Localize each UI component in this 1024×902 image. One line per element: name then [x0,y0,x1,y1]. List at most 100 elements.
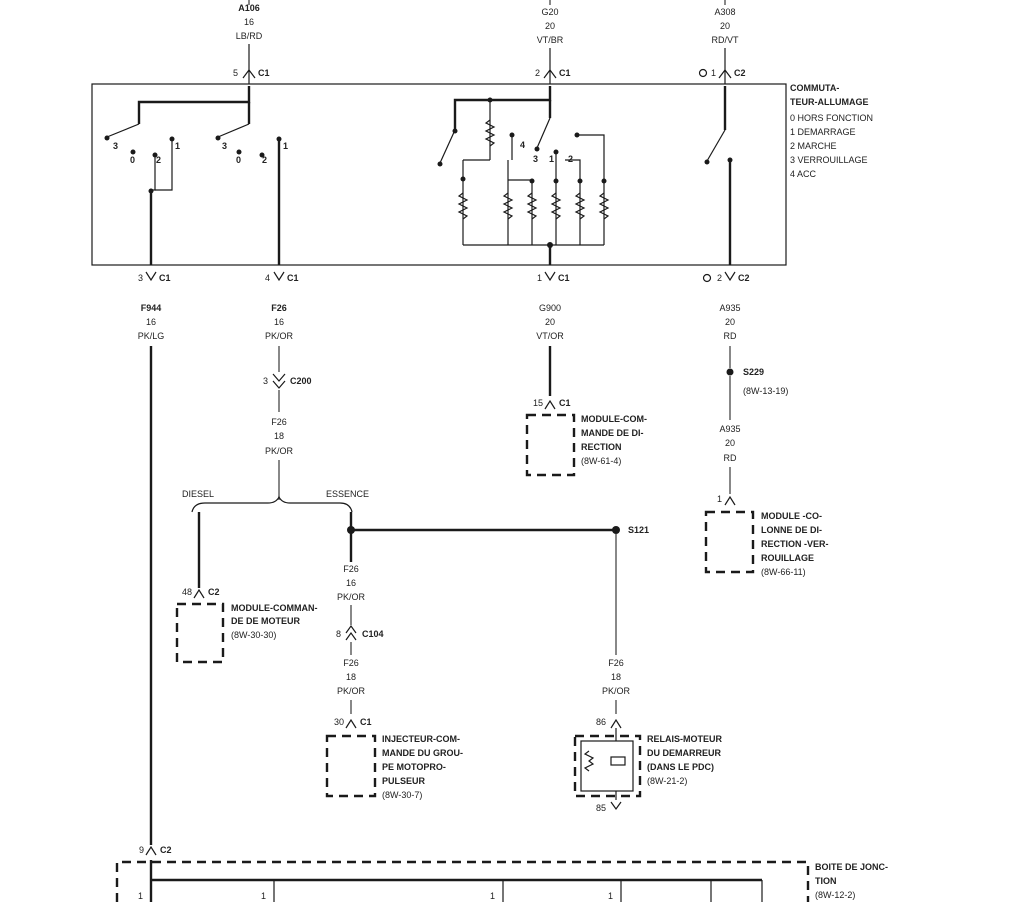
svg-text:1: 1 [261,891,266,901]
svg-text:RD: RD [724,331,737,341]
splice-s121-dot [612,526,620,534]
connector-c104: 8 C104 [336,624,384,641]
wire-f26-16b: F26 16 PK/OR [337,564,366,602]
wire-f26-18: F26 18 PK/OR [265,417,294,456]
wire-f26-a: F26 16 PK/OR [265,303,294,341]
svg-text:COMMUTA-: COMMUTA- [790,83,839,93]
svg-text:RD/VT: RD/VT [712,35,740,45]
svg-text:F26: F26 [271,417,287,427]
svg-text:(8W-66-11): (8W-66-11) [761,567,806,577]
svg-text:A308: A308 [714,7,735,17]
top-wire-g20: G20 20 VT/BR [537,7,564,45]
splice-s229-dot [726,368,734,376]
connector-bottom-4: 2 C2 [702,271,750,283]
svg-text:1: 1 [138,891,143,901]
svg-text:3: 3 [113,141,118,151]
svg-text:C200: C200 [290,376,312,386]
svg-text:(8W-30-30): (8W-30-30) [231,630,276,640]
svg-text:16: 16 [346,578,356,588]
svg-text:ESSENCE: ESSENCE [326,489,369,499]
svg-text:DIESEL: DIESEL [182,489,214,499]
connector-bottom-1: 3 C1 [138,271,171,283]
svg-text:(8W-61-4): (8W-61-4) [581,456,621,466]
svg-text:1: 1 [175,141,180,151]
column-module-box [704,510,755,574]
svg-text:C1: C1 [360,717,372,727]
svg-text:(8W-13-19): (8W-13-19) [743,386,788,396]
svg-text:MANDE DU GROU-: MANDE DU GROU- [382,748,463,758]
svg-text:S229: S229 [743,367,764,377]
svg-text:F26: F26 [271,303,287,313]
connector-steering: 15 C1 [533,398,571,410]
svg-text:C2: C2 [208,587,220,597]
wire-a935-b: A935 20 RD [719,424,740,463]
svg-text:16: 16 [244,17,254,27]
svg-text:ROUILLAGE: ROUILLAGE [761,553,814,563]
svg-text:20: 20 [720,21,730,31]
svg-text:F944: F944 [141,303,162,313]
svg-text:MODULE -CO-: MODULE -CO- [761,511,822,521]
svg-text:1: 1 [711,68,716,78]
svg-text:C2: C2 [160,845,172,855]
svg-text:C1: C1 [558,273,570,283]
connector-bottom-3: 1 C1 [537,271,570,283]
svg-text:(DANS LE PDC): (DANS LE PDC) [647,762,714,772]
svg-text:G20: G20 [541,7,558,17]
splice-s121-label: S121 [628,525,649,535]
svg-text:2: 2 [156,155,161,165]
svg-text:C1: C1 [559,398,571,408]
connector-column: 1 [717,494,736,506]
svg-text:2: 2 [535,68,540,78]
top-wire-a308: A308 20 RD/VT [712,7,740,45]
svg-text:2: 2 [262,155,267,165]
svg-text:RD: RD [724,453,737,463]
switch-right-section [704,86,733,265]
svg-text:PK/OR: PK/OR [337,592,366,602]
svg-text:(8W-30-7): (8W-30-7) [382,790,422,800]
connector-top-1: 5 C1 [233,68,270,79]
svg-text:4: 4 [265,273,270,283]
svg-text:C104: C104 [362,629,384,639]
steering-module-box [525,413,576,477]
ground-symbol-icon [698,68,708,78]
svg-text:MODULE-COM-: MODULE-COM- [581,414,647,424]
svg-text:F26: F26 [343,564,359,574]
injector-module-box [325,734,377,798]
svg-text:3 VERROUILLAGE: 3 VERROUILLAGE [790,155,868,165]
svg-text:A935: A935 [719,303,740,313]
svg-text:PK/OR: PK/OR [265,446,294,456]
svg-text:PK/OR: PK/OR [602,686,631,696]
svg-text:C1: C1 [258,68,270,78]
svg-text:15: 15 [533,398,543,408]
top-wire-a106: A106 16 LB/RD [236,3,263,41]
svg-text:18: 18 [274,431,284,441]
junction-label: BOITE DE JONC- TION (8W-12-2) [815,862,888,900]
svg-text:A935: A935 [719,424,740,434]
svg-text:2: 2 [717,273,722,283]
svg-text:C1: C1 [559,68,571,78]
relay-label: RELAIS-MOTEUR DU DEMARREUR (DANS LE PDC)… [647,734,722,786]
svg-text:3: 3 [263,376,268,386]
switch-title: COMMUTA- TEUR-ALLUMAGE 0 HORS FONCTION 1… [790,83,873,179]
svg-text:DU DEMARREUR: DU DEMARREUR [647,748,722,758]
svg-text:(8W-21-2): (8W-21-2) [647,776,687,786]
junction-box [115,860,810,902]
svg-text:4: 4 [520,140,525,150]
svg-text:1: 1 [717,494,722,504]
svg-text:C2: C2 [738,273,750,283]
svg-text:VT/BR: VT/BR [537,35,564,45]
wire-g900: G900 20 VT/OR [536,303,564,341]
svg-text:TION: TION [815,876,837,886]
svg-text:G900: G900 [539,303,561,313]
svg-text:5: 5 [233,68,238,78]
svg-text:PE MOTOPRO-: PE MOTOPRO- [382,762,446,772]
svg-text:0 HORS FONCTION: 0 HORS FONCTION [790,113,873,123]
connector-ecm: 48 C2 [182,587,220,599]
column-module-label: MODULE -CO- LONNE DE DI- RECTION -VER- R… [761,511,829,577]
svg-text:VT/OR: VT/OR [536,331,564,341]
junction-internal-bus: 1 1 1 1 [138,860,763,902]
svg-text:20: 20 [545,317,555,327]
svg-text:20: 20 [545,21,555,31]
svg-text:4 ACC: 4 ACC [790,169,817,179]
svg-text:18: 18 [346,672,356,682]
